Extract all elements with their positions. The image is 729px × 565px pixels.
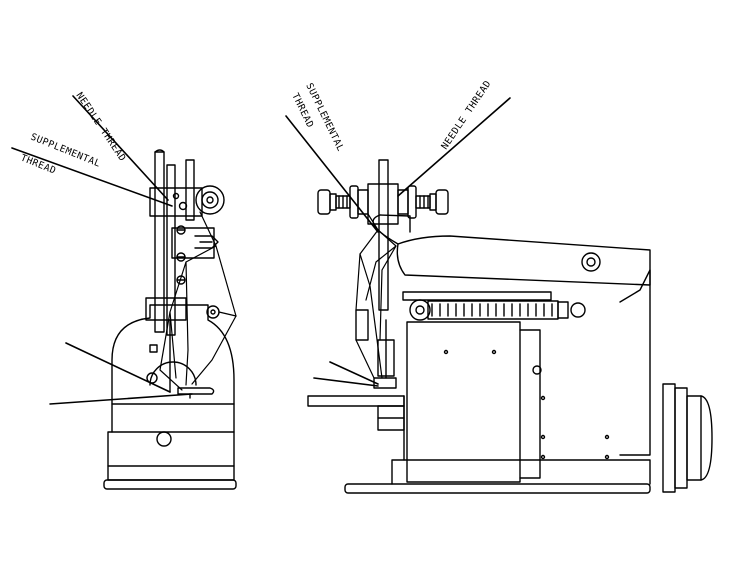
side-arm-knob: [581, 252, 601, 272]
side-base-plate: [344, 483, 651, 494]
side-tension-right: [397, 185, 449, 219]
front-needle-bar: [154, 151, 165, 333]
side-needle-thread-label: NEEDLE THREAD: [439, 78, 493, 151]
side-needle-plate: [307, 395, 405, 407]
front-presser-bar: [166, 164, 176, 336]
front-supplemental-label-line2: THREAD: [19, 153, 58, 177]
side-tension-left: [317, 185, 369, 219]
side-needle-bar: [378, 159, 389, 311]
front-base-plate: [103, 479, 237, 490]
front-body: [111, 304, 235, 433]
side-leader-lines: [285, 97, 511, 387]
side-pulley: [662, 383, 713, 493]
side-view-machine: [307, 159, 713, 494]
side-column: [619, 269, 651, 456]
side-arm: [396, 235, 651, 286]
side-thread-paths: [355, 213, 397, 379]
front-base-hole: [156, 431, 172, 447]
front-tension-disc: [195, 185, 225, 215]
front-view-machine: [103, 149, 237, 490]
front-base-block: [107, 431, 235, 481]
front-leader-lines: [11, 95, 193, 405]
front-presser-foot: [177, 387, 215, 395]
side-lower-body: [406, 321, 521, 483]
front-thread-paths: [159, 211, 237, 391]
